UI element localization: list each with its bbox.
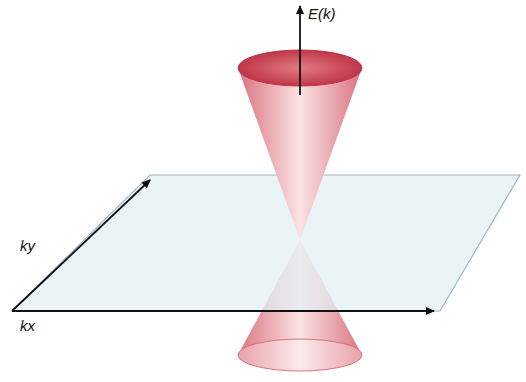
energy-axis-label: E(k) <box>308 6 336 23</box>
energy-axis <box>299 6 301 95</box>
kx-axis-label: kx <box>20 318 35 335</box>
kx-axis <box>12 310 434 312</box>
lower-cone-base <box>238 339 362 371</box>
ky-axis-label: ky <box>20 238 35 255</box>
k-plane <box>12 175 520 311</box>
ky-axis <box>12 180 150 311</box>
